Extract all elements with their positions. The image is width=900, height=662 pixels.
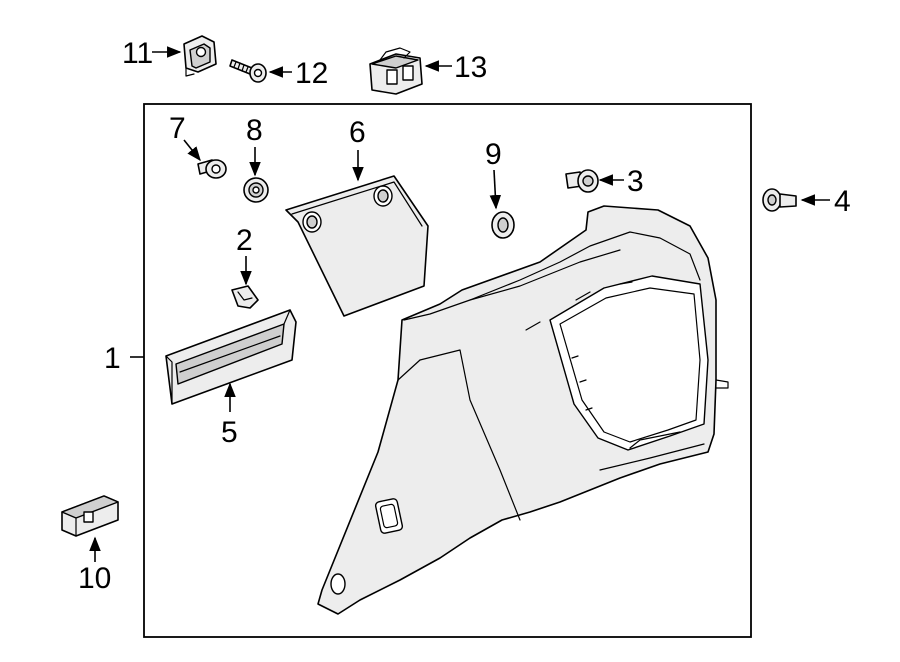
part-10-connector-icon[interactable]: [61, 495, 119, 537]
callout-5: 5: [221, 416, 238, 449]
callout-8: 8: [246, 114, 263, 147]
part-6-access-panel-icon[interactable]: [285, 175, 429, 317]
assembly-frame: [143, 103, 752, 638]
part-4-screw-icon[interactable]: [762, 188, 797, 212]
callout-7: 7: [169, 112, 186, 145]
callout-12: 12: [295, 57, 328, 90]
callout-3: 3: [627, 165, 644, 198]
callout-6: 6: [349, 116, 366, 149]
callout-1: 1: [104, 342, 121, 375]
callout-11: 11: [122, 37, 153, 70]
part-3-screw-icon[interactable]: [565, 169, 599, 193]
leader-9: [489, 169, 502, 210]
part-8-grommet-icon[interactable]: [243, 177, 269, 203]
part-13-connector-icon[interactable]: [369, 47, 423, 95]
part-2-clip-icon[interactable]: [231, 285, 259, 309]
part-7-push-pin-icon[interactable]: [197, 159, 227, 179]
callout-4: 4: [834, 185, 851, 218]
callout-10: 10: [78, 562, 111, 595]
part-9-plug-icon[interactable]: [491, 211, 515, 239]
callout-9: 9: [485, 138, 502, 171]
callout-2: 2: [236, 224, 253, 257]
leader-7: [183, 139, 201, 162]
part-11-clip-icon[interactable]: [183, 35, 217, 77]
callout-13: 13: [454, 51, 487, 84]
part-5-trim-strip-icon[interactable]: [165, 309, 297, 405]
part-1-quarter-trim-panel-icon[interactable]: [317, 205, 729, 615]
part-12-bolt-icon[interactable]: [229, 59, 267, 83]
